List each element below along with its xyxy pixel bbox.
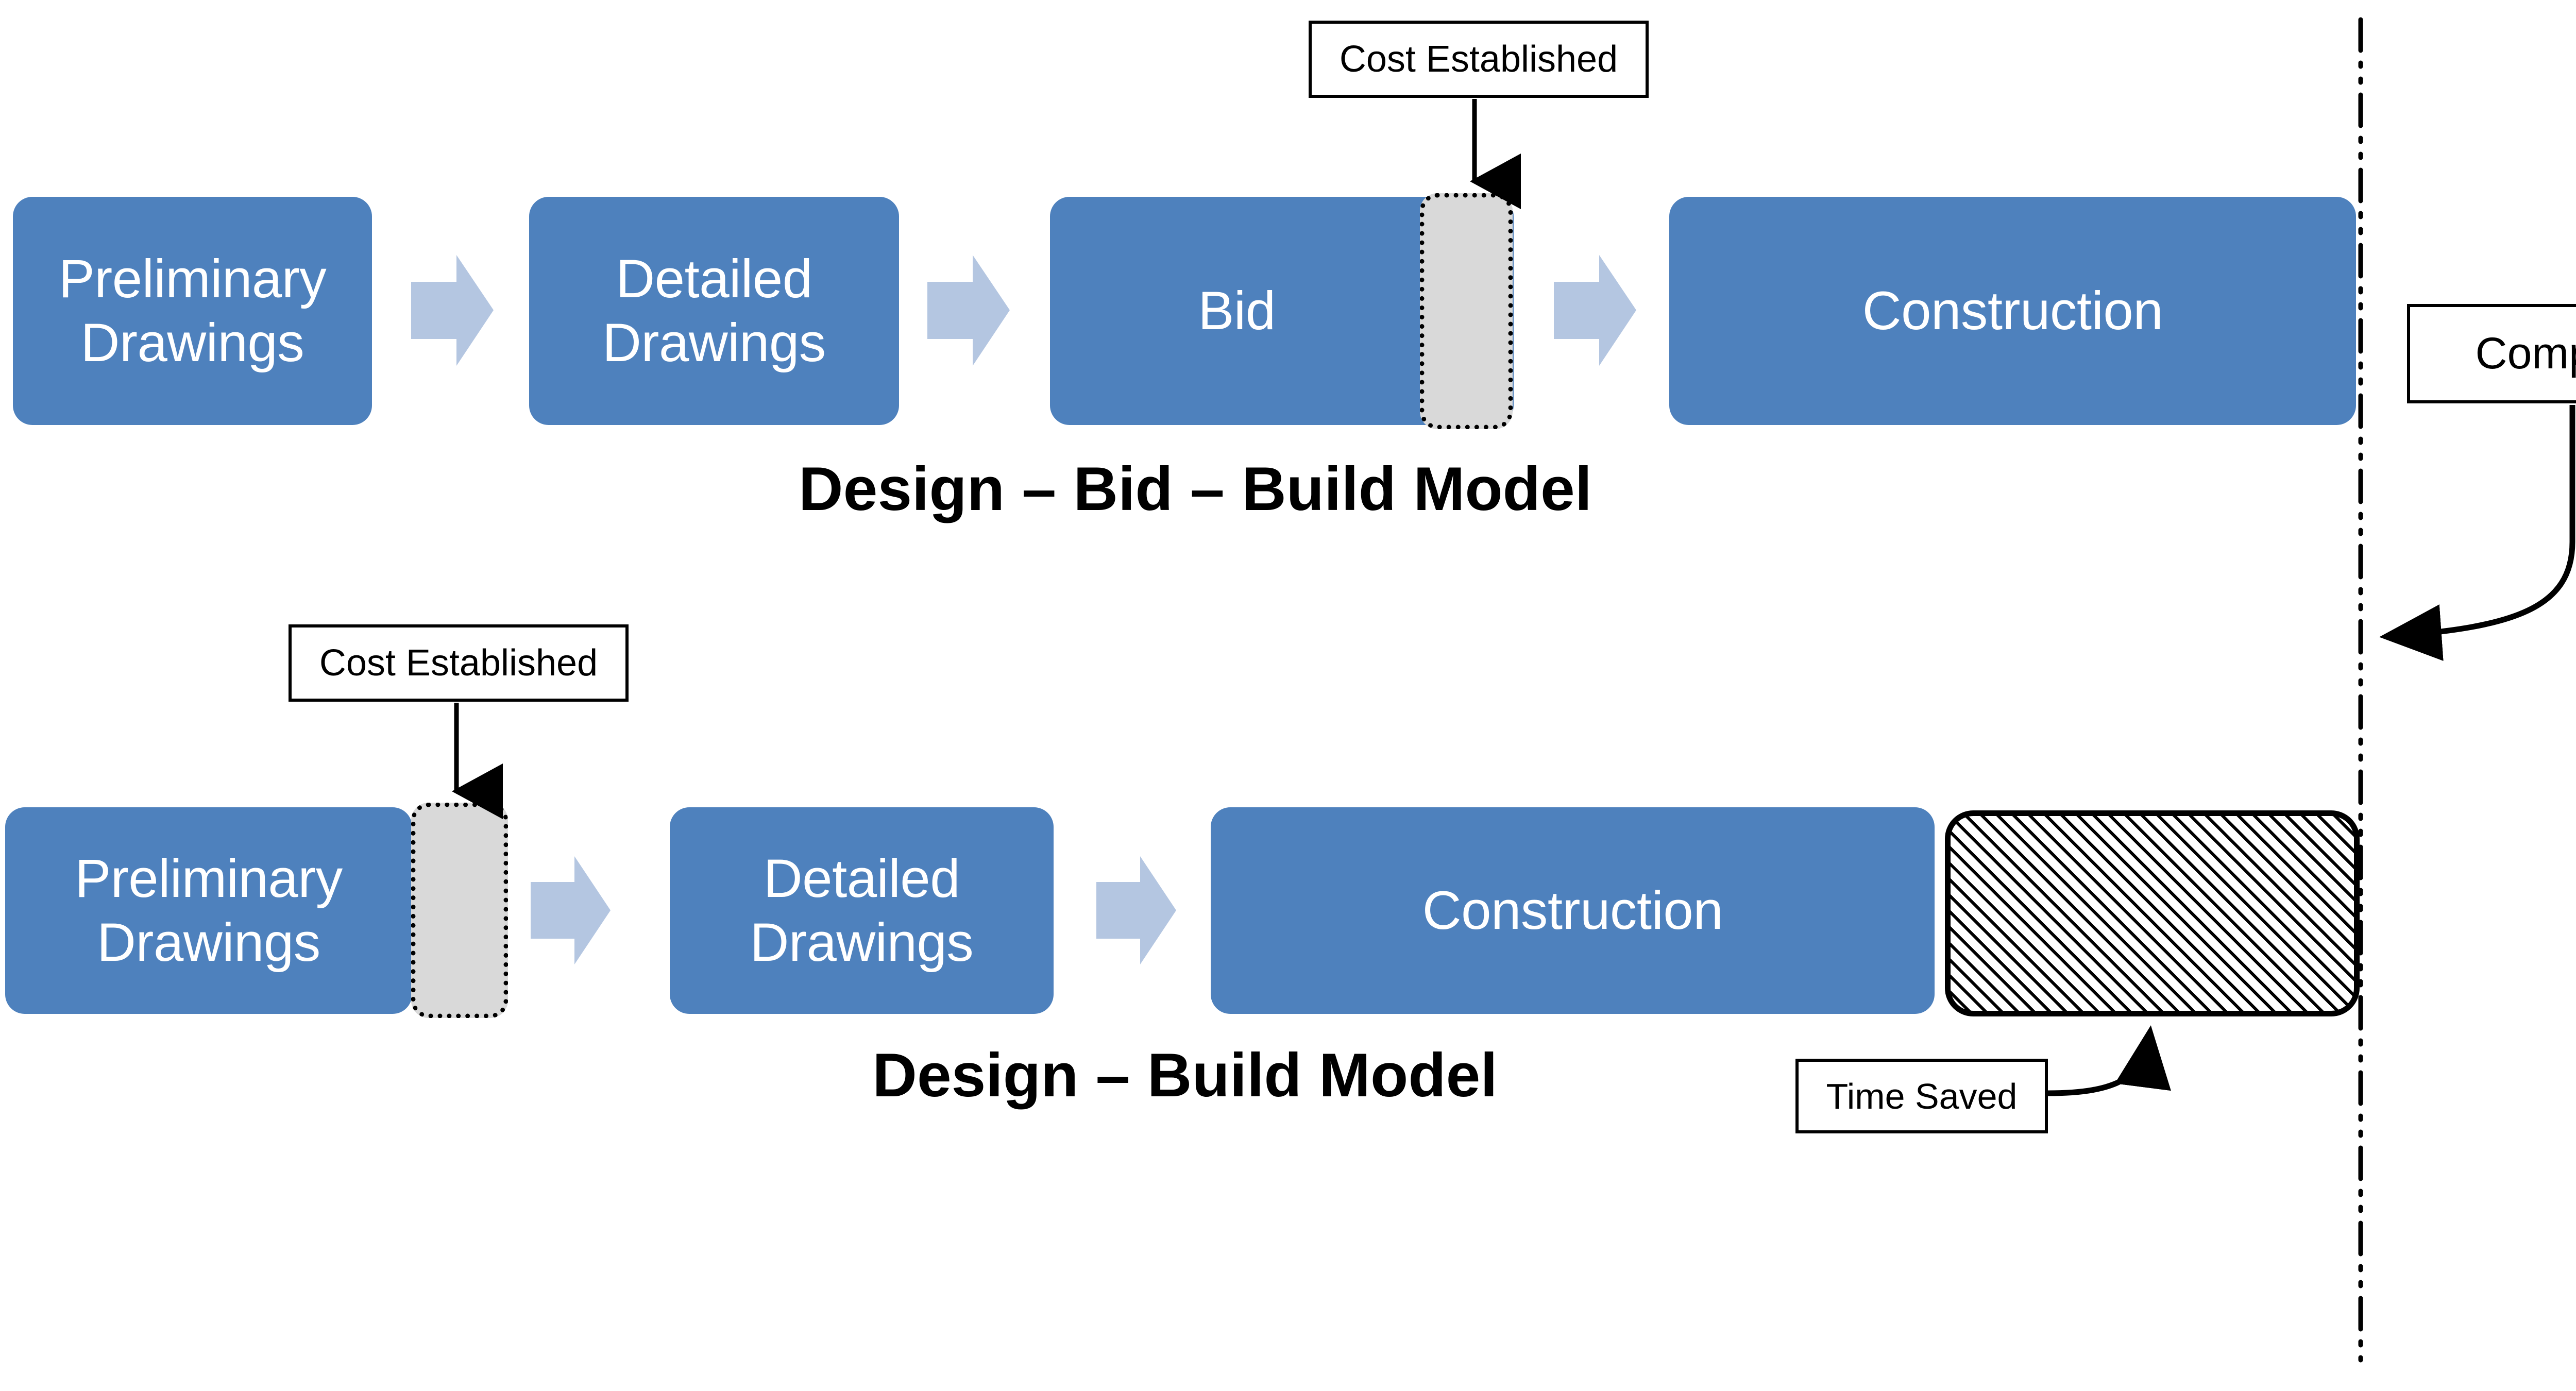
row2-chevron-1	[531, 856, 611, 964]
row2-step-construction: Construction	[1211, 807, 1935, 1014]
row2-step-preliminary-drawings: Preliminary Drawings	[5, 807, 412, 1014]
row2-cost-established-callout: Cost Established	[289, 624, 629, 702]
row2-cost-established-callout-label: Cost Established	[319, 642, 598, 684]
row1-caption: Design – Bid – Build Model	[732, 453, 1659, 524]
chevron-right-icon	[411, 255, 494, 366]
row2-time-saved-hatched-region	[1945, 810, 2360, 1016]
completion-callout-label: Completion	[2475, 329, 2576, 378]
row2-time-saved-callout: Time Saved	[1795, 1059, 2048, 1133]
row2-time-saved-callout-label: Time Saved	[1826, 1076, 2018, 1116]
row1-cost-established-callout: Cost Established	[1309, 21, 1649, 98]
row1-cost-established-marker	[1420, 193, 1513, 429]
row1-step-construction: Construction	[1669, 197, 2356, 425]
row2-step-detailed-drawings: Detailed Drawings	[670, 807, 1054, 1014]
chevron-right-icon	[531, 856, 611, 964]
row2-step-construction-label: Construction	[1422, 880, 1723, 941]
time-saved-leader-arrow	[2047, 1025, 2171, 1096]
row2-cost-established-marker	[411, 803, 508, 1018]
row1-step-preliminary-drawings-label: Preliminary Drawings	[58, 248, 327, 373]
row2-step-preliminary-drawings-label: Preliminary Drawings	[75, 848, 343, 973]
completion-leader-arrow	[2379, 405, 2575, 661]
chevron-right-icon	[927, 255, 1010, 366]
row1-chevron-2	[927, 255, 1010, 366]
row1-step-bid-label: Bid	[1198, 280, 1276, 341]
row1-step-detailed-drawings: Detailed Drawings	[529, 197, 899, 425]
row1-step-construction-label: Construction	[1862, 280, 2163, 341]
row1-caption-label: Design – Bid – Build Model	[798, 454, 1592, 523]
completion-callout: Completion	[2407, 304, 2576, 403]
row2-step-detailed-drawings-label: Detailed Drawings	[750, 848, 974, 973]
row2-chevron-2	[1096, 856, 1176, 964]
chevron-right-icon	[1554, 255, 1636, 366]
row1-step-detailed-drawings-label: Detailed Drawings	[602, 248, 826, 373]
row1-chevron-1	[411, 255, 494, 366]
row1-step-preliminary-drawings: Preliminary Drawings	[13, 197, 372, 425]
chevron-right-icon	[1096, 856, 1176, 964]
row1-chevron-3	[1554, 255, 1636, 366]
row1-cost-established-callout-label: Cost Established	[1339, 39, 1618, 80]
row2-caption-label: Design – Build Model	[872, 1041, 1498, 1110]
row2-caption: Design – Build Model	[804, 1040, 1566, 1111]
